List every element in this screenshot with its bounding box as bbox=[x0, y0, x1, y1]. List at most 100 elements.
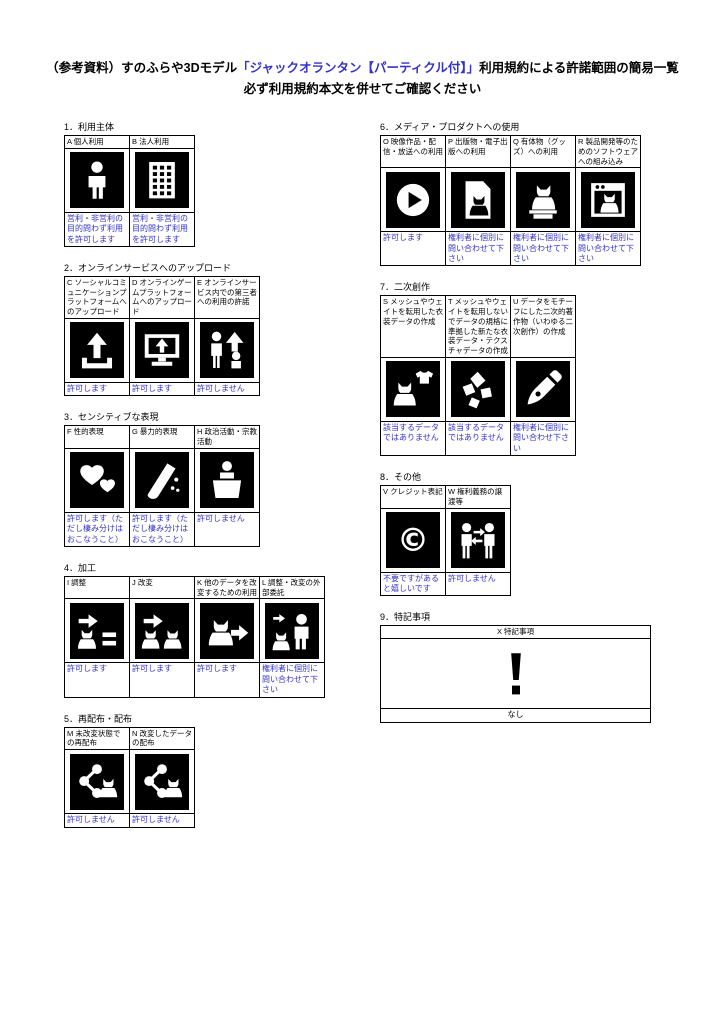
section-heading: 6．メディア・プロダクトへの使用 bbox=[380, 122, 520, 132]
title-suffix: 利用規約による許諾範囲の簡易一覧 bbox=[479, 61, 679, 75]
cell-icon bbox=[129, 598, 195, 664]
cell-result: 許可します bbox=[129, 381, 195, 397]
title-line2: 必ず利用規約本文を併せてご確認ください bbox=[243, 82, 482, 97]
cell-label: H 政治活動・宗教活動 bbox=[194, 425, 260, 449]
video-icon bbox=[386, 171, 440, 228]
modify-other-data-icon bbox=[200, 602, 254, 659]
cell-icon bbox=[575, 167, 641, 233]
cell-label: M 未改変状態での再配布 bbox=[64, 726, 130, 751]
cell-icon bbox=[380, 638, 651, 710]
building-icon bbox=[135, 152, 189, 209]
cell-icon bbox=[129, 147, 195, 213]
cell-icon bbox=[64, 749, 130, 815]
cell-result: 許可します（ただし棲み分けはおこなうこと） bbox=[129, 511, 195, 547]
cell-result: 許可しません bbox=[194, 511, 260, 547]
cell-result: 許可しません bbox=[129, 813, 195, 828]
section-heading: 5．再配布・配布 bbox=[64, 713, 133, 724]
section-heading: 4．加工 bbox=[64, 562, 97, 573]
cell-result: 許可します bbox=[129, 662, 195, 698]
cell-icon: © bbox=[380, 507, 446, 573]
cell-icon bbox=[64, 147, 130, 213]
distribute-modified-icon bbox=[135, 753, 189, 810]
cell-label: N 改変したデータの配布 bbox=[129, 726, 195, 751]
title-line1: （参考資料）すのふらや3Dモデル「ジャックオランタン【パーティクル付】」利用規約… bbox=[0, 58, 725, 79]
cell-result: なし bbox=[380, 708, 651, 723]
cell-icon bbox=[380, 167, 446, 233]
cell-icon bbox=[64, 598, 130, 664]
cell-label: P 出版物・電子出版への利用 bbox=[445, 134, 511, 169]
cell-label: V クレジット表記 bbox=[380, 485, 446, 509]
cell-icon bbox=[445, 507, 511, 573]
document-title: （参考資料）すのふらや3Dモデル「ジャックオランタン【パーティクル付】」利用規約… bbox=[0, 58, 725, 101]
title-prefix: （参考資料）すのふらや3Dモデル bbox=[46, 61, 238, 75]
cell-result: 不要ですがあると嬉しいです bbox=[380, 571, 446, 597]
monitor-upload-icon bbox=[135, 322, 189, 379]
section-heading: 7．二次創作 bbox=[380, 282, 431, 293]
title-model-name: 「ジャックオランタン【パーティクル付】」 bbox=[237, 61, 480, 75]
cell-label: X 特記事項 bbox=[380, 625, 651, 640]
cell-label: G 暴力的表現 bbox=[129, 425, 195, 449]
software-icon bbox=[581, 171, 635, 228]
adjust-icon bbox=[70, 602, 124, 659]
goods-icon bbox=[516, 171, 570, 228]
cell-label: A 個人利用 bbox=[64, 135, 130, 149]
cell-icon bbox=[194, 447, 260, 513]
cell-result: 権利者に個別に問い合わせて下さい bbox=[259, 662, 325, 698]
texture-icon bbox=[451, 361, 505, 418]
cell-label: W 権利義務の譲渡等 bbox=[445, 485, 511, 509]
knife-icon bbox=[135, 452, 189, 509]
cell-icon bbox=[129, 749, 195, 815]
cell-result: 許可します bbox=[64, 381, 130, 397]
cell-icon bbox=[510, 356, 576, 422]
cell-result: 許可しません bbox=[64, 813, 130, 828]
cell-result: 権利者に個別に問い合わせて下さい bbox=[510, 231, 576, 267]
cell-label: K 他のデータを改変するための利用 bbox=[194, 575, 260, 600]
section-heading: 3．センシティブな表現 bbox=[64, 412, 159, 423]
cell-result: 権利者に個別に問い合わせて下さい bbox=[445, 231, 511, 267]
cell-label: T メッシュやウェイトを転用しないでデータの規格に準拠した新たな衣装データ・テク… bbox=[445, 295, 511, 358]
transfer-icon bbox=[451, 512, 505, 569]
costume-icon bbox=[386, 361, 440, 418]
cell-icon bbox=[380, 356, 446, 422]
cell-label: E オンラインサービス内での第三者への利用の許諾 bbox=[194, 275, 260, 319]
cell-result: 営利・非営利の目的問わず利用を許可します bbox=[64, 211, 130, 247]
section-heading: 2．オンラインサービスへのアップロード bbox=[64, 262, 232, 273]
cell-result: 該当するデータではありません bbox=[445, 420, 511, 457]
podium-icon bbox=[200, 452, 254, 509]
cell-result: 許可します bbox=[194, 662, 260, 698]
person-icon bbox=[70, 152, 124, 209]
section-heading: 1．利用主体 bbox=[64, 122, 115, 132]
cell-icon bbox=[259, 598, 325, 664]
cell-label: D オンラインゲームプラットフォームへのアップロード bbox=[129, 275, 195, 319]
cell-label: U データをモチーフにした二次的著作物（いわゆる二次創作）の作成 bbox=[510, 295, 576, 358]
section-heading: 9．特記事項 bbox=[380, 612, 431, 623]
cell-label: I 調整 bbox=[64, 575, 130, 600]
outsource-icon bbox=[265, 602, 319, 659]
section-special-notes: 9．特記事項 X 特記事項なし bbox=[380, 610, 658, 723]
cell-icon bbox=[129, 447, 195, 513]
upload-box-icon bbox=[70, 322, 124, 379]
cell-result: 許可します（ただし棲み分けはおこなうこと） bbox=[64, 511, 130, 547]
cell-label: C ソーシャルコミュニケーションプラットフォームへのアップロード bbox=[64, 275, 130, 319]
cell-label: R 製品開発等のためのソフトウェアへの組み込み bbox=[575, 134, 641, 169]
cell-result: 許可します bbox=[64, 662, 130, 698]
cell-result: 営利・非営利の目的問わず利用を許可します bbox=[129, 211, 195, 247]
third-party-license-icon bbox=[200, 322, 254, 379]
copyright-icon: © bbox=[386, 512, 440, 569]
redistribute-icon bbox=[70, 753, 124, 810]
cell-result: 許可しません bbox=[194, 381, 260, 397]
permission-table: X 特記事項なし bbox=[380, 625, 651, 723]
cell-icon bbox=[445, 356, 511, 422]
